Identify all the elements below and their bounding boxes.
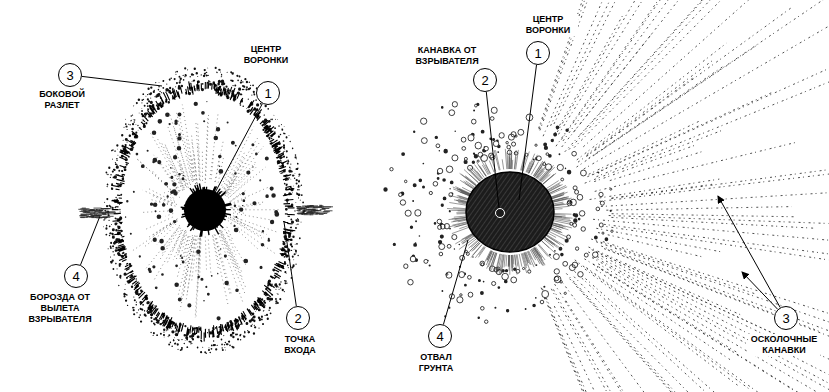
callout-circle: 4 bbox=[428, 324, 452, 348]
callout-number: 4 bbox=[436, 330, 443, 343]
fuze-groove bbox=[496, 209, 505, 218]
part-label: ЦЕНТР ВОРОНКИ bbox=[518, 14, 578, 36]
ejecta-stipple bbox=[96, 67, 306, 354]
crater-center bbox=[466, 172, 554, 252]
leader-line bbox=[81, 216, 101, 265]
leader-line bbox=[486, 92, 499, 208]
leader-line bbox=[209, 104, 262, 204]
callout-number: 2 bbox=[294, 312, 301, 325]
part-label: БОРОЗДА ОТ ВЫЛЕТА ВЗРЫВАТЕЛЯ bbox=[27, 292, 93, 325]
part-label: ОСКОЛОЧНЫЕ КАНАВКИ bbox=[748, 334, 820, 356]
part-label: БОКОВОЙ РАЗЛЕТ bbox=[27, 89, 97, 111]
crater-top-view bbox=[78, 67, 333, 354]
callout-circle: 1 bbox=[526, 41, 550, 65]
leader-line bbox=[742, 272, 778, 309]
center-spikes bbox=[181, 184, 232, 238]
callout-circle: 3 bbox=[774, 306, 798, 330]
callout-number: 2 bbox=[481, 74, 488, 87]
callout-number: 1 bbox=[264, 87, 271, 100]
part-label: ЦЕНТР ВОРОНКИ bbox=[236, 44, 296, 66]
part-label: ТОЧКА ВХОДА bbox=[275, 334, 325, 356]
callout-circle: 3 bbox=[58, 63, 82, 87]
leader-line bbox=[519, 65, 537, 200]
leader-line bbox=[82, 76, 162, 86]
callout-circle: 2 bbox=[473, 68, 497, 92]
part-label: КАНАВКА ОТ ВЗРЫВАТЕЛЯ bbox=[412, 45, 482, 67]
leader-line bbox=[284, 222, 296, 306]
callout-number: 4 bbox=[72, 270, 79, 283]
callout-circle: 1 bbox=[256, 81, 280, 105]
part-label: ОТВАЛ ГРУНТА bbox=[410, 352, 462, 374]
callout-number: 1 bbox=[534, 47, 541, 60]
callout-circle: 4 bbox=[64, 264, 88, 288]
soil-clods bbox=[390, 102, 613, 324]
debris bbox=[125, 101, 279, 320]
crater-oblique-view bbox=[383, 0, 829, 392]
crater-wall bbox=[447, 148, 573, 274]
callout-circle: 2 bbox=[286, 306, 310, 330]
crater-rim bbox=[111, 80, 295, 341]
callout-number: 3 bbox=[66, 69, 73, 82]
leader-line bbox=[443, 240, 468, 325]
callout-number: 3 bbox=[782, 312, 789, 325]
leader-lines bbox=[81, 65, 781, 325]
leader-line bbox=[718, 196, 780, 308]
